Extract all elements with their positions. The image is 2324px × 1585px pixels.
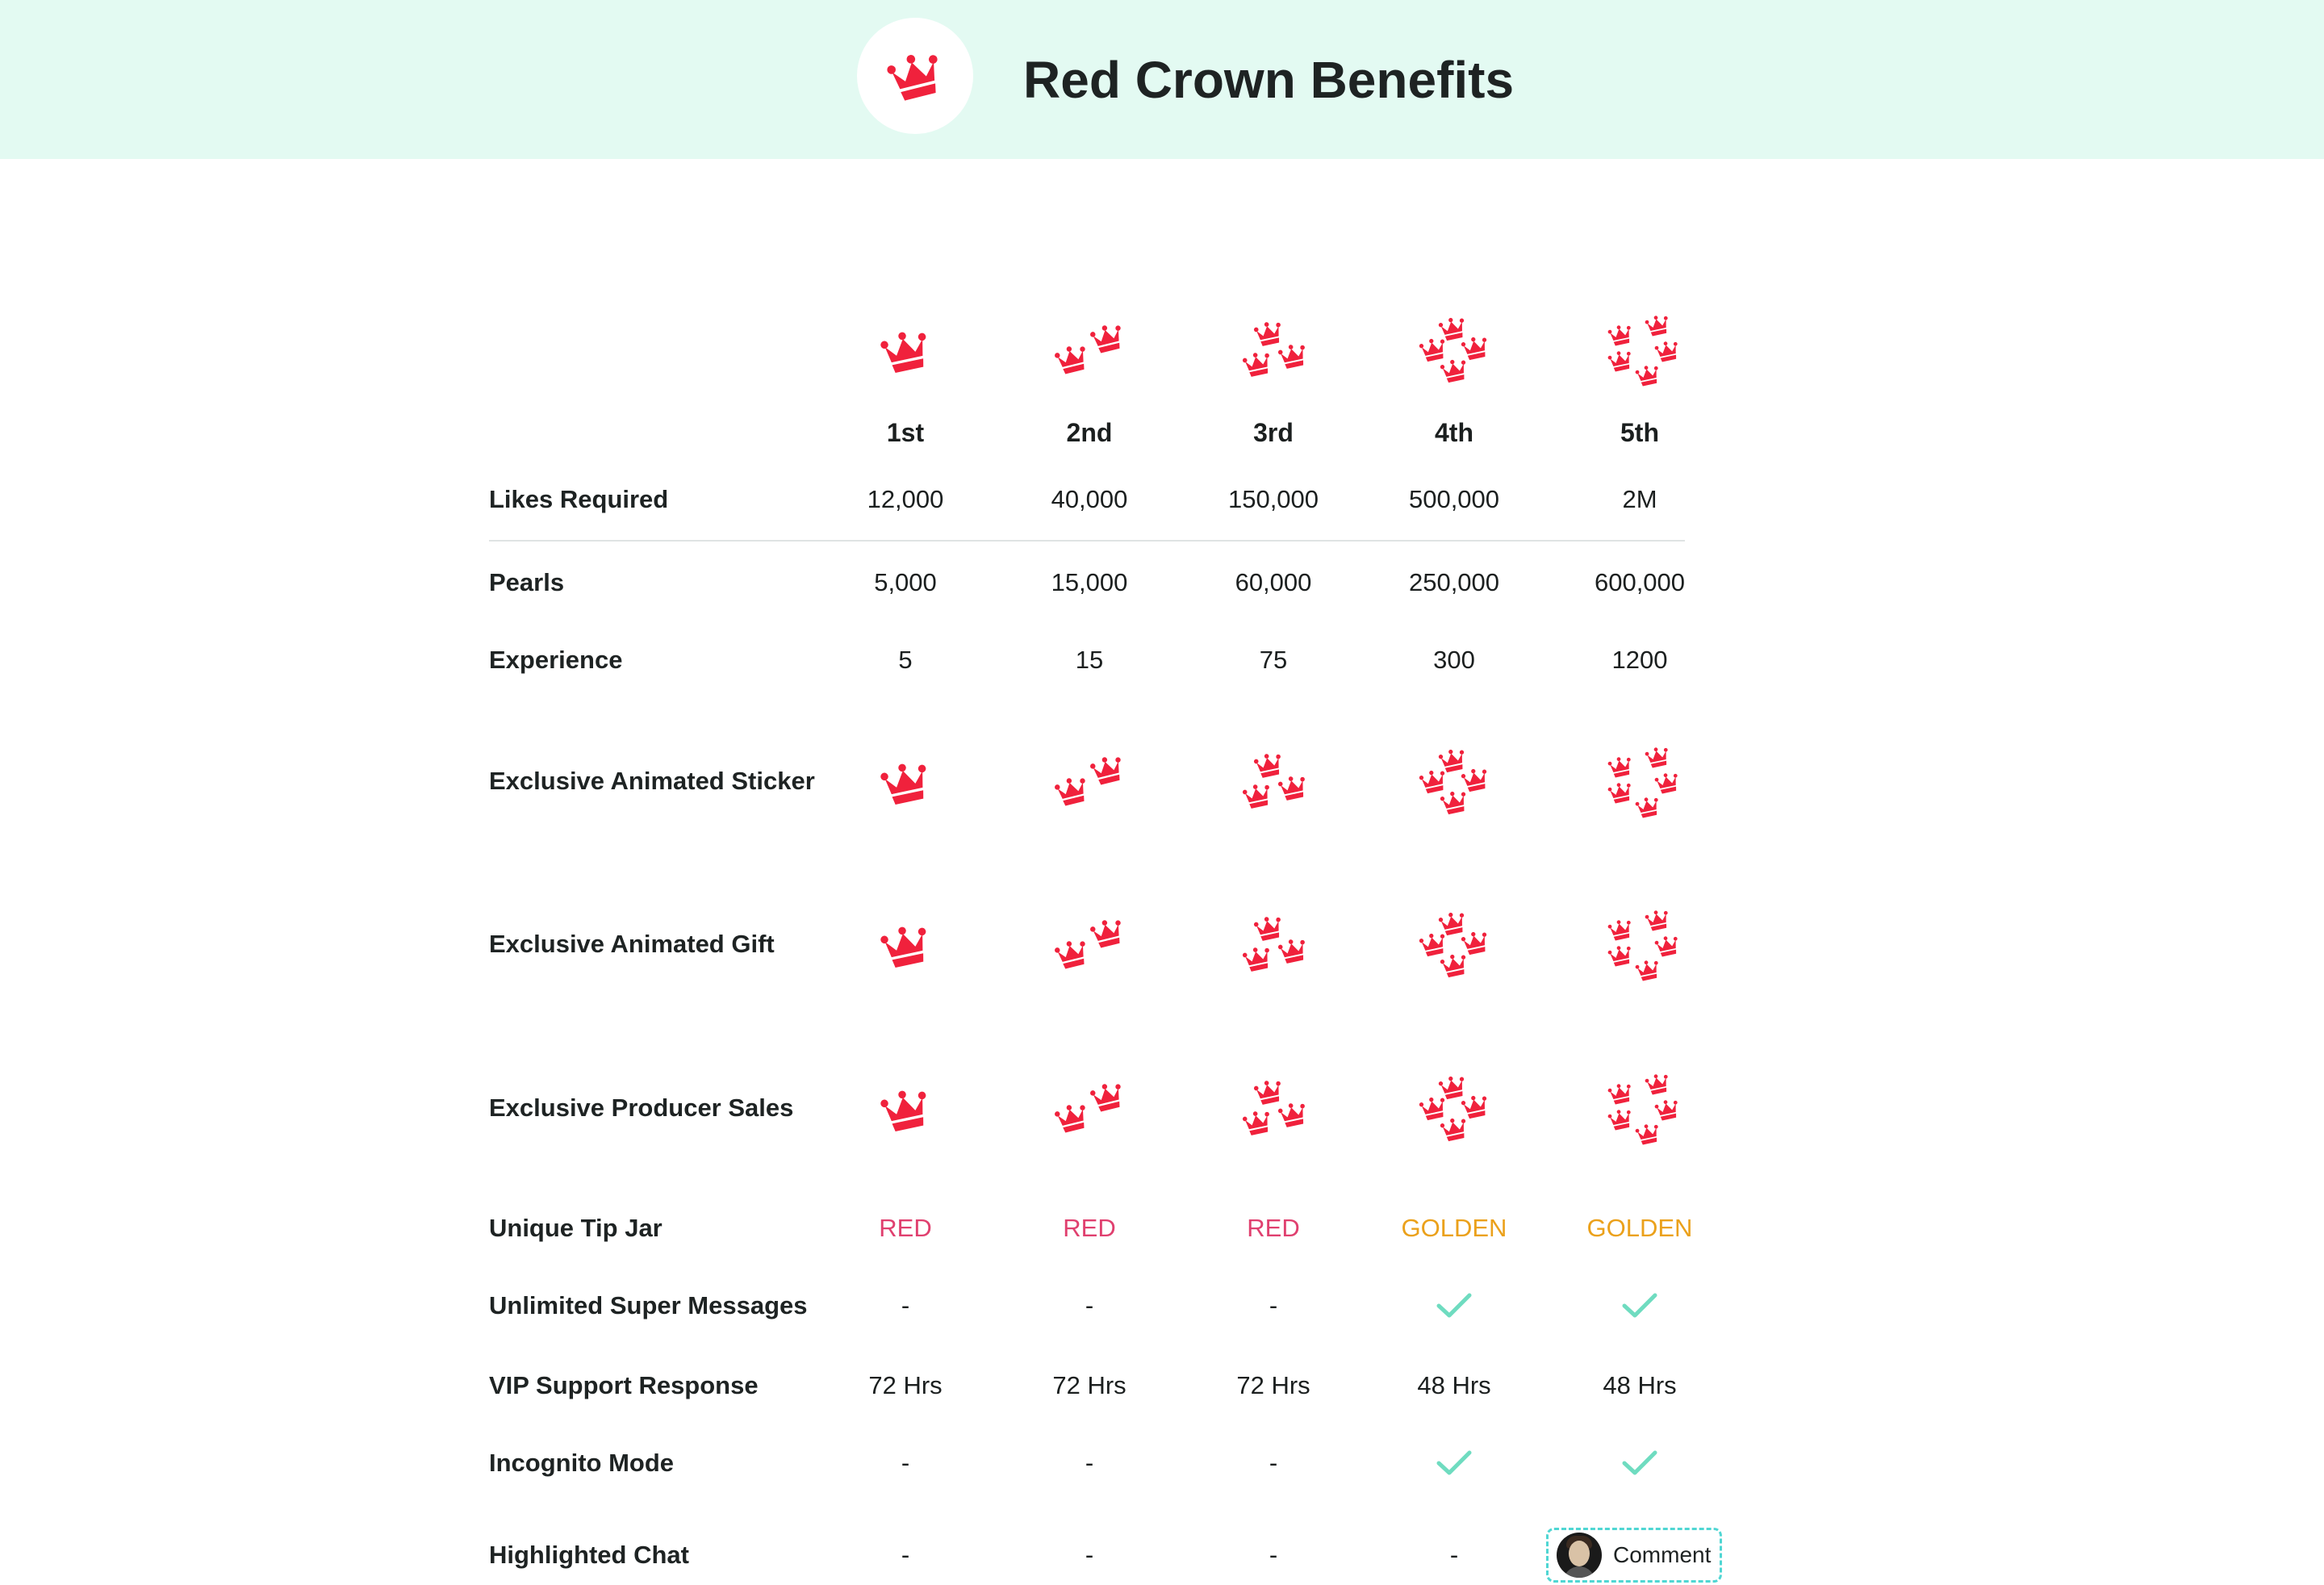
producer-crown-icon-1	[857, 1060, 954, 1156]
row-label-likes: Likes Required	[489, 485, 669, 513]
vip-cell-1: 72 Hrs	[868, 1371, 943, 1399]
red-crown-icon	[887, 55, 938, 101]
row-label-sticker: Exclusive Animated Sticker	[489, 767, 815, 795]
incognito-check-icon-5	[1559, 1449, 1720, 1478]
producer-crown-icon-2	[1041, 1060, 1138, 1156]
chat-cell-2: -	[1085, 1541, 1094, 1569]
producer-crown-icon-4	[1406, 1060, 1503, 1156]
producer-crown-icon-5	[1591, 1060, 1688, 1156]
likes-cell-3: 150,000	[1227, 485, 1319, 513]
tier-2-crown-icon	[1041, 301, 1138, 398]
page-header: Red Crown Benefits	[0, 0, 2324, 159]
row-label-tipjar: Unique Tip Jar	[489, 1214, 663, 1242]
vip-cell-2: 72 Hrs	[1052, 1371, 1126, 1399]
logo	[857, 18, 973, 134]
likes-cell-5: 2M	[1622, 485, 1657, 513]
experience-cell-5: 1200	[1611, 646, 1668, 674]
vip-cell-4: 48 Hrs	[1417, 1371, 1491, 1399]
tier-4-crown-icon	[1406, 301, 1503, 398]
super-check-icon-5	[1559, 1291, 1720, 1320]
tier-5-crown-icon	[1591, 301, 1688, 398]
incognito-cell-3: -	[1269, 1449, 1278, 1477]
chat-cell-3: -	[1269, 1541, 1278, 1569]
tier-1-crown-icon	[857, 301, 954, 398]
avatar	[1557, 1533, 1602, 1578]
producer-crown-icon-3	[1225, 1060, 1322, 1156]
tier-label-cell-2: 2nd	[1066, 418, 1113, 447]
gift-crown-icon-3	[1225, 896, 1322, 993]
incognito-check-icon-4	[1373, 1449, 1535, 1478]
gift-crown-icon-5	[1591, 896, 1688, 993]
row-label-producer: Exclusive Producer Sales	[489, 1094, 794, 1122]
super-check-icon-4	[1373, 1291, 1535, 1320]
gift-crown-icon-4	[1406, 896, 1503, 993]
likes-cell-1: 12,000	[867, 485, 944, 513]
tier-label-cell-3: 3rd	[1253, 418, 1294, 447]
experience-cell-4: 300	[1433, 646, 1475, 674]
sticker-crown-icon-5	[1591, 733, 1688, 830]
row-label-gift: Exclusive Animated Gift	[489, 930, 775, 958]
incognito-cell-2: -	[1085, 1449, 1094, 1477]
experience-cell-1: 5	[898, 646, 913, 674]
chat-cell-4: -	[1449, 1541, 1459, 1569]
tier-label-cell-1: 1st	[886, 418, 925, 447]
vip-cell-5: 48 Hrs	[1603, 1371, 1677, 1399]
chat-cell-1: -	[901, 1541, 910, 1569]
super-cell-3: -	[1269, 1291, 1278, 1319]
experience-cell-2: 15	[1075, 646, 1104, 674]
table-divider	[489, 540, 1685, 542]
pearls-cell-5: 600,000	[1594, 568, 1686, 596]
row-label-super: Unlimited Super Messages	[489, 1291, 808, 1319]
pearls-cell-1: 5,000	[874, 568, 937, 596]
pearls-cell-2: 15,000	[1051, 568, 1128, 596]
pearls-cell-4: 250,000	[1408, 568, 1500, 596]
row-label-pearls: Pearls	[489, 568, 565, 596]
tipjar-cell-5: GOLDEN	[1586, 1214, 1693, 1242]
pearls-cell-3: 60,000	[1235, 568, 1312, 596]
gift-crown-icon-2	[1041, 896, 1138, 993]
sticker-crown-icon-1	[857, 733, 954, 830]
likes-cell-4: 500,000	[1408, 485, 1500, 513]
tier-label-cell-4: 4th	[1435, 418, 1473, 447]
tipjar-cell-1: RED	[879, 1214, 932, 1242]
row-label-experience: Experience	[489, 646, 623, 674]
incognito-cell-1: -	[901, 1449, 910, 1477]
page-title: Red Crown Benefits	[1023, 51, 1515, 109]
tier-label-cell-5: 5th	[1620, 418, 1659, 447]
row-label-vip: VIP Support Response	[489, 1371, 759, 1399]
super-cell-1: -	[901, 1291, 910, 1319]
gift-crown-icon-1	[857, 896, 954, 993]
sticker-crown-icon-2	[1041, 733, 1138, 830]
tipjar-cell-2: RED	[1063, 1214, 1116, 1242]
sticker-crown-icon-4	[1406, 733, 1503, 830]
sticker-crown-icon-3	[1225, 733, 1322, 830]
row-label-incognito: Incognito Mode	[489, 1449, 675, 1477]
tier-3-crown-icon	[1225, 301, 1322, 398]
tipjar-cell-4: GOLDEN	[1401, 1214, 1507, 1242]
experience-cell-3: 75	[1259, 646, 1288, 674]
row-label-chat: Highlighted Chat	[489, 1541, 689, 1569]
tipjar-cell-3: RED	[1247, 1214, 1300, 1242]
likes-cell-2: 40,000	[1051, 485, 1128, 513]
comment-button[interactable]: Comment	[1546, 1528, 1722, 1583]
vip-cell-3: 72 Hrs	[1236, 1371, 1310, 1399]
super-cell-2: -	[1085, 1291, 1094, 1319]
comment-label: Comment	[1613, 1542, 1712, 1567]
